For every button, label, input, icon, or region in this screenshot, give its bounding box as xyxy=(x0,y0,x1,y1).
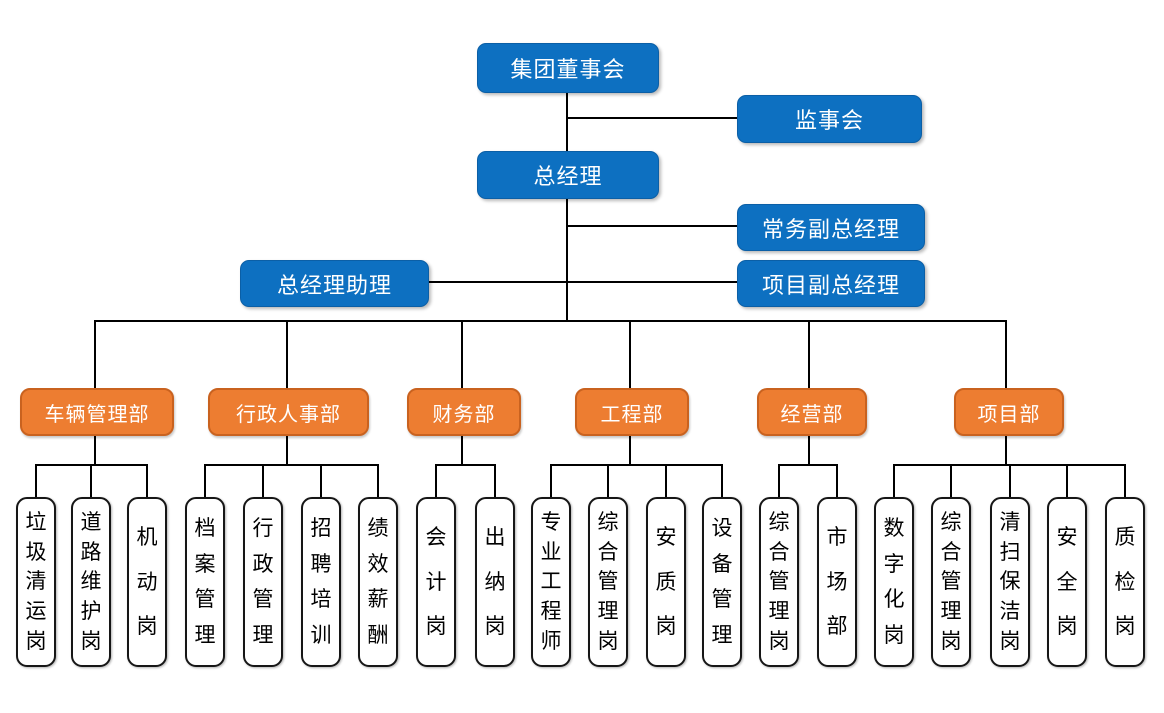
connector-line xyxy=(286,320,288,389)
connector-line xyxy=(665,464,667,498)
gm-assistant-box: 总经理助理 xyxy=(240,260,429,307)
post-box: 综合管理岗 xyxy=(759,497,799,667)
connector-line xyxy=(377,464,379,498)
connector-line xyxy=(320,464,322,498)
connector-line xyxy=(94,432,96,466)
connector-line xyxy=(1124,464,1126,498)
connector-line xyxy=(494,464,496,498)
connector-line xyxy=(1009,464,1011,498)
post-box: 专业工程师 xyxy=(531,497,571,667)
connector-line xyxy=(721,464,723,498)
board-box: 集团董事会 xyxy=(477,43,659,93)
department-box-project: 项目部 xyxy=(954,388,1064,436)
connector-line xyxy=(893,464,895,498)
connector-line xyxy=(35,464,37,498)
post-box: 绩效薪酬 xyxy=(358,497,398,667)
department-box-hr-admin: 行政人事部 xyxy=(208,388,369,436)
connector-line xyxy=(566,91,568,151)
connector-line xyxy=(146,464,148,498)
post-box: 道路维护岗 xyxy=(71,497,111,667)
connector-line xyxy=(550,464,552,498)
connector-line xyxy=(1066,464,1068,498)
supervisory-board-box: 监事会 xyxy=(737,95,922,143)
connector-line xyxy=(204,464,379,466)
post-box: 安质岗 xyxy=(646,497,686,667)
post-box: 市场部 xyxy=(817,497,857,667)
connector-line xyxy=(778,464,780,498)
connector-line xyxy=(204,464,206,498)
department-box-operations: 经营部 xyxy=(757,388,867,436)
post-box: 出纳岗 xyxy=(475,497,515,667)
connector-line xyxy=(461,320,463,389)
connector-line xyxy=(607,464,609,498)
department-box-finance: 财务部 xyxy=(407,388,521,436)
post-box: 机动岗 xyxy=(127,497,167,667)
general-manager-box: 总经理 xyxy=(477,151,659,199)
connector-line xyxy=(778,464,838,466)
exec-deputy-gm-box: 常务副总经理 xyxy=(737,204,925,251)
post-box: 设备管理 xyxy=(702,497,742,667)
post-box: 综合管理岗 xyxy=(931,497,971,667)
connector-line xyxy=(566,197,568,322)
connector-line xyxy=(262,464,264,498)
connector-line xyxy=(550,464,723,466)
connector-line xyxy=(629,320,631,389)
post-box: 会计岗 xyxy=(416,497,456,667)
connector-line xyxy=(435,464,437,498)
connector-line xyxy=(461,432,463,466)
connector-line xyxy=(808,320,810,389)
connector-line xyxy=(1005,320,1007,389)
department-box-engineering: 工程部 xyxy=(575,388,689,436)
connector-line xyxy=(94,320,96,389)
connector-line xyxy=(90,464,92,498)
connector-line xyxy=(567,117,737,119)
post-box: 质检岗 xyxy=(1105,497,1145,667)
connector-line xyxy=(1005,432,1007,466)
connector-line xyxy=(567,225,737,227)
post-box: 招聘培训 xyxy=(301,497,341,667)
connector-line xyxy=(427,281,737,283)
connector-line xyxy=(808,432,810,466)
post-box: 清扫保洁岗 xyxy=(990,497,1030,667)
connector-line xyxy=(435,464,496,466)
connector-line xyxy=(950,464,952,498)
post-box: 综合管理岗 xyxy=(588,497,628,667)
project-deputy-gm-box: 项目副总经理 xyxy=(737,260,925,307)
post-box: 数字化岗 xyxy=(874,497,914,667)
post-box: 垃圾清运岗 xyxy=(16,497,56,667)
post-box: 安全岗 xyxy=(1047,497,1087,667)
department-box-vehicle: 车辆管理部 xyxy=(20,388,174,436)
connector-line xyxy=(629,432,631,466)
post-box: 档案管理 xyxy=(185,497,225,667)
connector-line xyxy=(286,432,288,466)
post-box: 行政管理 xyxy=(243,497,283,667)
connector-line xyxy=(94,320,1007,322)
connector-line xyxy=(836,464,838,498)
